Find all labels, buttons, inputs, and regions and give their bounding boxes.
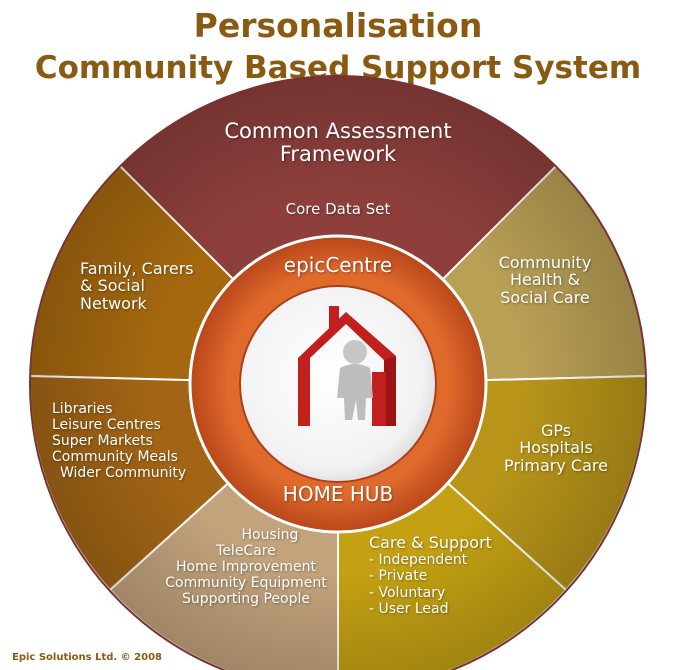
segment-housing-label: Housing TeleCare Home Improvement Commun… bbox=[165, 527, 327, 608]
center-circle bbox=[239, 285, 437, 483]
segment-libraries-label: Libraries Leisure Centres Super Markets … bbox=[52, 401, 187, 482]
segment-community-health-label: Community Health & Social Care bbox=[498, 253, 592, 307]
top-segment-sub: Core Data Set bbox=[285, 200, 391, 218]
ring-top-label: epicCentre bbox=[283, 253, 393, 277]
segment-care-support-label: Care & Support - Independent - Private -… bbox=[369, 533, 492, 617]
segment-gps-label: GPs Hospitals Primary Care bbox=[504, 421, 608, 475]
title-line-1: Personalisation bbox=[193, 6, 483, 45]
segment-family-label: Family, Carers & Social Network bbox=[80, 259, 194, 313]
house-icon bbox=[298, 306, 396, 426]
person-figure-icon bbox=[337, 340, 373, 420]
footer-copyright: Epic Solutions Ltd. © 2008 bbox=[12, 652, 162, 663]
top-segment-heading: Common Assessment Framework bbox=[224, 119, 452, 167]
ring-bottom-label: HOME HUB bbox=[282, 482, 394, 506]
